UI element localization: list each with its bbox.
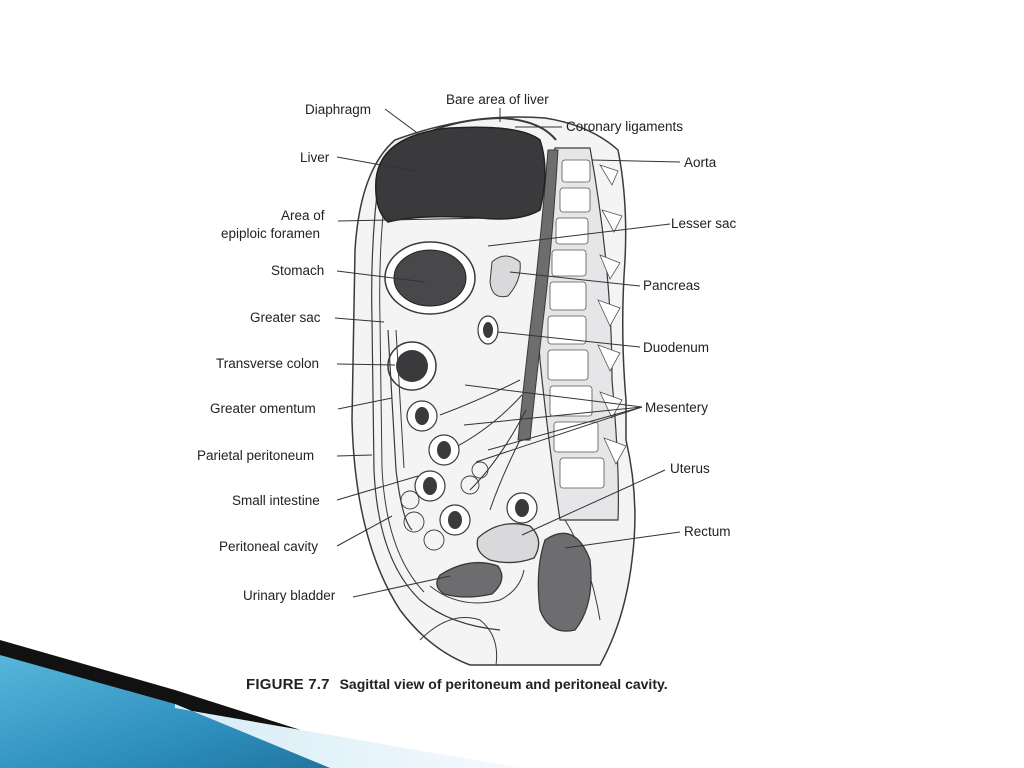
rectum-shape [538, 533, 591, 631]
label-bare-area-of-liver: Bare area of liver [446, 92, 549, 107]
label-aorta: Aorta [684, 155, 717, 170]
figure-number: FIGURE 7.7 [246, 676, 330, 693]
label-uterus: Uterus [670, 461, 710, 476]
label-diaphragm: Diaphragm [305, 102, 371, 117]
label-duodenum: Duodenum [643, 340, 709, 355]
figure-caption-text: Sagittal view of peritoneum and peritone… [340, 676, 668, 692]
duodenum-lumen [483, 322, 493, 338]
label-transverse-colon: Transverse colon [216, 356, 319, 371]
liver-shape [376, 127, 545, 222]
label-peritoneal-cavity: Peritoneal cavity [219, 539, 318, 554]
label-greater-sac: Greater sac [250, 310, 321, 325]
figure-caption: FIGURE 7.7 Sagittal view of peritoneum a… [246, 676, 806, 693]
label-area-of-epiploic-foramen-line1: Area of [281, 208, 325, 223]
label-lesser-sac: Lesser sac [671, 216, 737, 231]
label-area-of-epiploic-foramen-line2: epiploic foramen [221, 226, 320, 241]
label-parietal-peritoneum: Parietal peritoneum [197, 448, 314, 463]
label-urinary-bladder: Urinary bladder [243, 588, 336, 603]
label-pancreas: Pancreas [643, 278, 700, 293]
label-liver: Liver [300, 150, 330, 165]
label-small-intestine: Small intestine [232, 493, 320, 508]
label-coronary-ligaments: Coronary ligaments [566, 119, 683, 134]
stomach-shape [394, 250, 466, 306]
transverse-colon-shape [396, 350, 428, 382]
label-greater-omentum: Greater omentum [210, 401, 316, 416]
label-mesentery: Mesentery [645, 400, 708, 415]
label-stomach: Stomach [271, 263, 324, 278]
label-rectum: Rectum [684, 524, 731, 539]
